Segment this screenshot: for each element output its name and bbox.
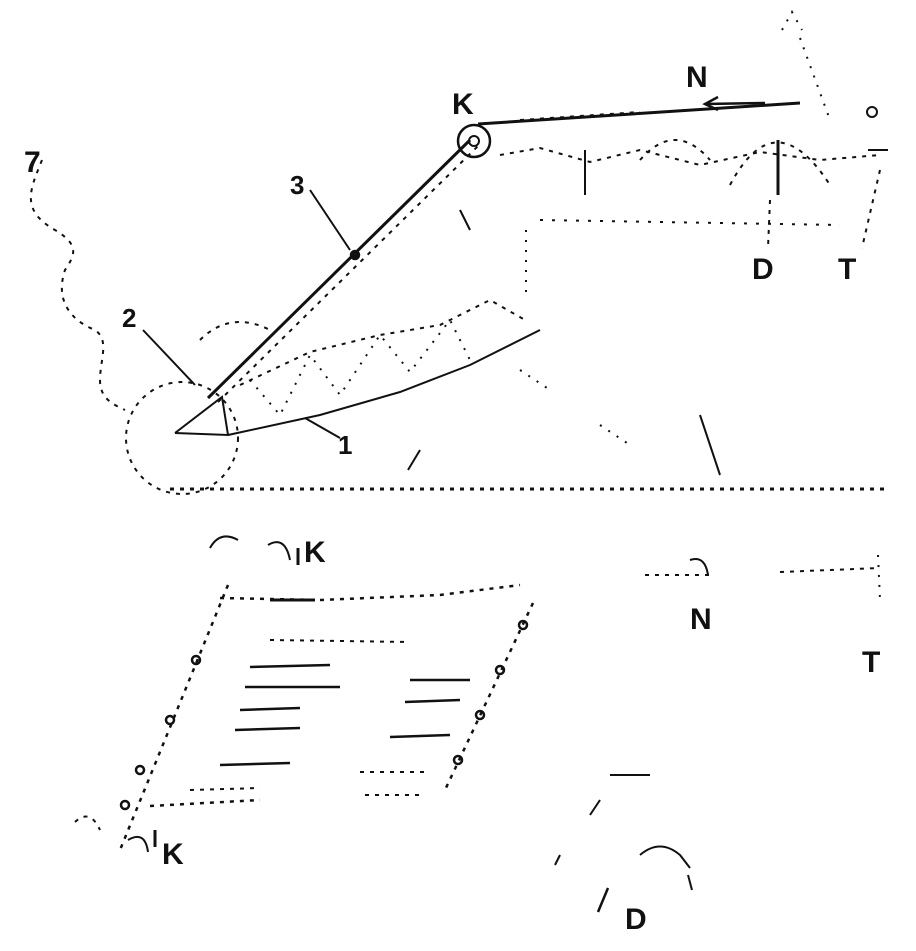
plan-bottom-edge [149,798,261,808]
n-arrow-shaft [704,101,766,106]
plan-right-mark-3 [474,709,486,721]
lower-mid-dash-3 [554,854,561,866]
pulley-k [456,123,492,159]
wheel-hub [174,395,230,437]
label-k-mid: K [304,536,326,569]
wheel [125,381,239,495]
lower-mid-dash-2 [589,799,601,816]
plan-right-mark-1 [517,619,529,631]
mid-dash-1 [459,209,471,231]
boom-arm-inner [217,145,479,403]
truss-top-curve [199,321,271,341]
lower-right-dash-2 [779,567,881,573]
plan-row-7 [234,726,301,732]
plan-row-1 [269,639,411,643]
top-peak [781,9,803,31]
frame-arch-2 [729,141,831,186]
plan-right-mark-2 [494,664,506,676]
label-num-7: 7 [24,146,41,179]
frame-bottom [539,219,841,226]
plan-right-mark-4 [452,754,464,766]
truss-zigzag [249,318,471,417]
label-d-bottom: D [625,903,647,936]
top-small-circle [866,106,878,118]
mid-dash-4 [699,414,721,476]
plan-row-11 [189,787,261,791]
label-k-bottom: K [162,838,184,871]
plan-row-8 [389,733,451,739]
plan-row-6 [404,698,461,704]
plan-left-mark-1 [190,654,202,666]
label-n-top: N [686,61,708,94]
plan-left-mark-4 [119,799,131,811]
pulley-k-axle [468,135,480,147]
lower-d-tick [687,874,693,891]
truss-lower [227,329,541,436]
label-t-top: T [838,253,857,286]
lower-d-leader [596,887,610,913]
wavy-line-7 [29,159,126,411]
label-n-mid: N [690,603,712,636]
plan-row-5 [239,706,301,712]
label-t-mid: T [862,646,881,679]
leader-1 [304,417,341,439]
leader-3 [309,189,351,251]
plan-row-9 [219,761,291,767]
plan-k-hook-top-2 [267,541,291,561]
mid-dash-5 [407,449,421,471]
plan-k-hook-top [209,535,239,549]
plan-k-hook-bottom [74,815,101,831]
t-leader [861,169,881,249]
lower-d-hook [639,845,691,869]
top-peak-leg [799,37,831,121]
cable-top [477,101,801,126]
plan-top-edge [219,583,521,602]
boom-arm [206,138,472,400]
d-leader [767,199,771,249]
leader-2 [142,329,196,386]
cable-top-dash [519,111,641,121]
lower-right-tick [877,554,881,601]
boom-joint [349,249,361,261]
upper-frame [499,146,881,167]
truss-upper [239,298,526,386]
mid-dash-3 [599,424,631,446]
plan-row-2 [249,663,331,669]
label-num-2: 2 [122,303,137,333]
lower-right-hook [689,558,709,576]
label-num-3: 3 [290,170,305,200]
label-k-top: K [452,88,474,121]
label-num-1: 1 [338,430,353,460]
plan-left-mark-2 [164,714,176,726]
mid-dash-2 [519,369,551,391]
label-d-top: D [752,253,774,286]
plan-k-hook-bottom-2 [127,836,149,853]
plan-right-edge [443,602,535,791]
plan-left-mark-3 [134,764,146,776]
frame-arch-1 [639,139,711,161]
